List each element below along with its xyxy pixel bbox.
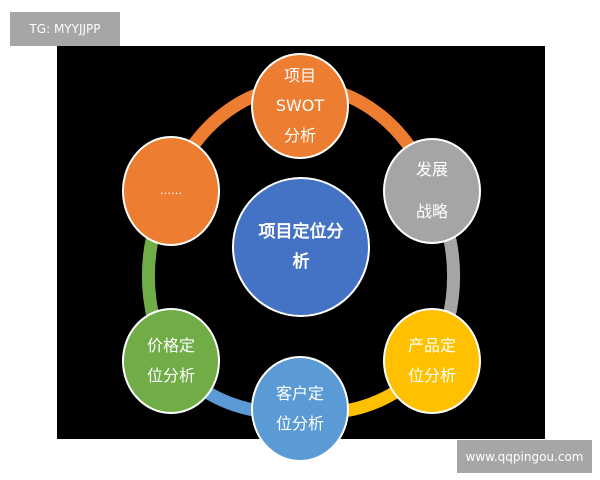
node-customer: 客户定 位分析 <box>251 356 349 462</box>
diagram-board: 项目定位分 析 项目 SWOT 分析 发展 战略 产品定 位分析 客户定 位分析… <box>57 46 545 462</box>
center-label-line: 析 <box>292 252 310 272</box>
node-label-line: …… <box>160 184 182 197</box>
watermark-top-left: TG: MYYJJPP <box>10 12 120 46</box>
node-label-line: SWOT <box>275 96 325 115</box>
node-label-line: 战略 <box>415 202 448 221</box>
node-label-line: 位分析 <box>407 366 456 385</box>
watermark-bottom-right: www.qqpingou.com <box>457 440 592 473</box>
node-label-line: 分析 <box>283 126 316 145</box>
node-strategy: 发展 战略 <box>383 138 481 244</box>
center-node: 项目定位分 析 <box>232 177 370 317</box>
node-label-line: 项目 <box>283 66 316 85</box>
node-label-line: 位分析 <box>275 414 324 433</box>
center-label-line: 项目定位分 <box>258 222 344 242</box>
node-label-line: 发展 <box>415 160 448 179</box>
node-swot: 项目 SWOT 分析 <box>251 53 349 159</box>
node-label-line: 产品定 <box>407 336 456 355</box>
node-label-line: 价格定 <box>146 336 195 355</box>
node-price: 价格定 位分析 <box>122 308 220 414</box>
node-more: …… <box>122 136 220 246</box>
node-label-line: 位分析 <box>146 366 195 385</box>
node-product: 产品定 位分析 <box>383 308 481 414</box>
node-label-line: 客户定 <box>275 384 324 403</box>
